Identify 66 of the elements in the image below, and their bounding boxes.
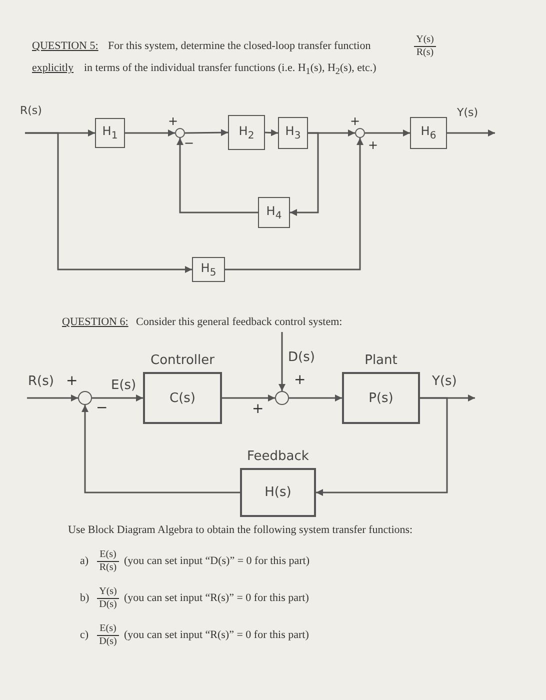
sign-label: +: [294, 372, 306, 388]
summing-junction: [175, 128, 185, 138]
fraction-term: R(s): [415, 47, 435, 59]
fraction-term: R(s): [98, 562, 118, 574]
signal-label: D(s): [288, 350, 315, 365]
arrow: [185, 129, 228, 136]
arrow: [264, 129, 278, 136]
arrow: [25, 132, 192, 273]
arrow: [289, 394, 342, 402]
sign-label: −: [184, 136, 194, 150]
transfer-function-block: H(s): [240, 468, 316, 517]
arrow: [27, 394, 78, 402]
question-text: a): [80, 555, 89, 567]
sign-label: +: [350, 114, 360, 128]
transfer-function-block: C(s): [143, 372, 222, 424]
block-heading: Feedback: [246, 449, 310, 464]
block-heading: Plant: [364, 353, 398, 368]
arrow: [316, 397, 448, 496]
question-text: in terms of the individual transfer functions (i.e. H$_{1}$(s), H$_{2}$(s), etc.): [84, 62, 376, 76]
fraction-term: D(s): [98, 636, 118, 648]
question-text: Consider this general feedback control system:: [136, 316, 342, 328]
transfer-function-block: H$_{3}$: [278, 117, 308, 149]
fraction-term: Y(s): [414, 34, 436, 47]
fraction-term: D(s): [98, 599, 118, 611]
question-text: (you can set input “D(s)” = 0 for this part): [124, 555, 310, 567]
question-text: c): [80, 629, 89, 641]
arrow: [290, 132, 319, 216]
signal-label: R(s): [28, 374, 54, 389]
fraction-term: E(s): [97, 549, 119, 562]
summing-junction: [78, 391, 92, 405]
question-text: QUESTION 5:: [32, 40, 98, 52]
fraction-term: Y(s): [97, 586, 119, 599]
arrow: [82, 405, 240, 494]
arrow: [365, 130, 410, 136]
sign-label: +: [168, 114, 178, 128]
summing-junction: [275, 391, 289, 405]
edge-label: E(s): [110, 378, 138, 393]
block-heading: Controller: [150, 353, 216, 368]
signal-label: R(s): [20, 104, 42, 117]
signal-label: Y(s): [457, 106, 478, 119]
signal-label: Y(s): [432, 374, 457, 389]
question-text: (you can set input “R(s)” = 0 for this part): [124, 592, 309, 604]
arrow: [176, 138, 258, 214]
arrow: [125, 130, 175, 136]
question-text: For this system, determine the closed-loop transfer function: [108, 40, 371, 52]
sign-label: +: [368, 138, 378, 152]
transfer-function-block: H$_{6}$: [410, 117, 447, 149]
transfer-function-block: H$_{1}$: [95, 118, 125, 148]
question-text: b): [80, 592, 90, 604]
arrow: [92, 394, 143, 402]
arrow: [222, 394, 275, 402]
arrow: [278, 332, 286, 391]
question-text: QUESTION 6:: [62, 316, 128, 328]
sign-label: +: [252, 401, 264, 417]
transfer-function-block: H$_{5}$: [192, 257, 225, 282]
arrow: [225, 138, 364, 270]
sign-label: −: [96, 400, 108, 416]
transfer-function-block: P(s): [342, 372, 420, 424]
transfer-function-block: H$_{2}$: [228, 115, 265, 150]
question-text: (you can set input “R(s)” = 0 for this part): [124, 629, 309, 641]
sign-label: +: [66, 373, 78, 389]
question-text: explicitly: [32, 62, 74, 74]
summing-junction: [355, 128, 365, 138]
arrow: [447, 130, 495, 136]
transfer-function-block: H$_{4}$: [258, 197, 290, 228]
fraction-term: E(s): [97, 623, 119, 636]
